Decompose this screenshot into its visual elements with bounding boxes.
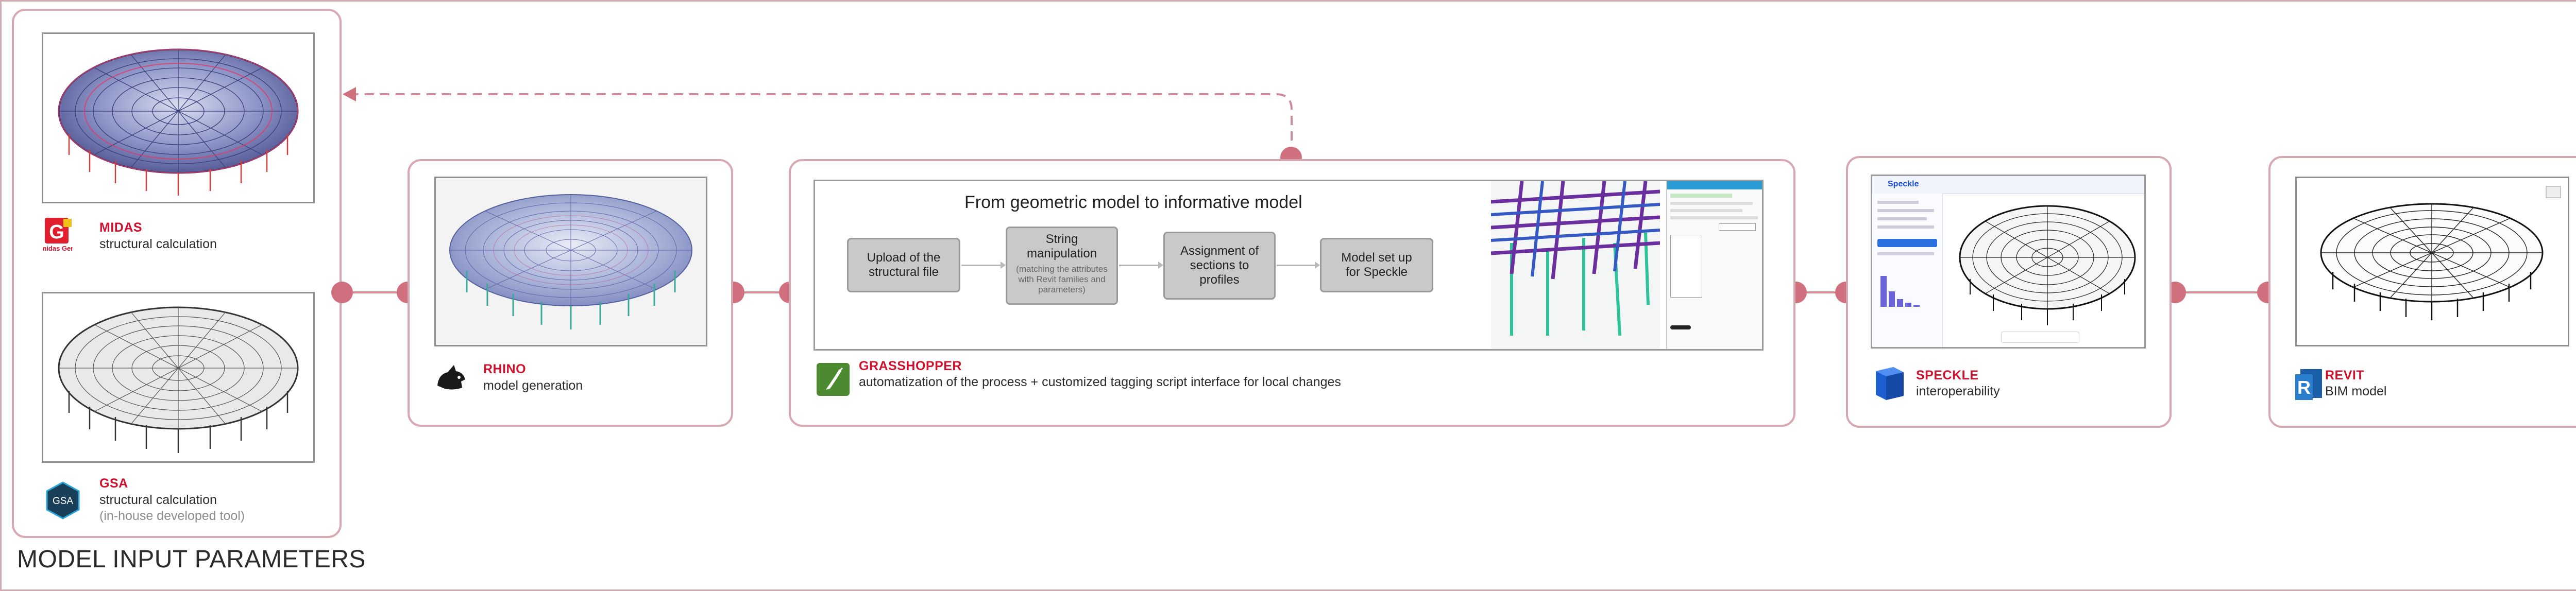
sidebar-row: [1877, 225, 1934, 229]
rhino-model-screenshot: [434, 177, 707, 346]
revit-logo-text: R: [2297, 377, 2311, 398]
gsa-logo-icon: GSA: [45, 481, 81, 519]
gsa-model-screenshot: [42, 292, 315, 463]
panel-title: From geometric model to informative mode…: [964, 193, 1302, 212]
connector-line: [342, 291, 408, 293]
midas-name: MIDAS: [99, 220, 143, 235]
rhino-description: model generation: [483, 378, 583, 393]
speckle-sidebar: [1872, 194, 1943, 347]
step-title: Assignment of sections to profiles: [1180, 244, 1259, 287]
revit-name: REVIT: [2325, 368, 2365, 383]
speckle-name: SPECKLE: [1916, 368, 1979, 383]
rhino-name: RHINO: [483, 362, 527, 376]
gsa-name: GSA: [99, 476, 128, 491]
interface-list[interactable]: [1670, 235, 1702, 298]
connector-line: [2171, 291, 2268, 293]
grasshopper-name: GRASSHOPPER: [859, 359, 962, 373]
gsa-logo-text: GSA: [53, 496, 73, 507]
connector-line: [1794, 291, 1846, 293]
step-string-manipulation: String manipulation (matching the attrib…: [1006, 227, 1118, 305]
step-title: String manipulation: [1026, 232, 1097, 260]
speckle-ui-screenshot: Speckle: [1871, 175, 2146, 349]
sidebar-row: [1877, 209, 1934, 212]
step-arrow: [1277, 262, 1320, 269]
speckle-description: interoperability: [1916, 384, 2000, 398]
speckle-ui-title: Speckle: [1888, 180, 1919, 188]
midas-model-screenshot: [42, 32, 315, 203]
gsa-note: (in-house developed tool): [99, 509, 245, 523]
interface-row: [1670, 216, 1758, 219]
step-title: Model set up for Speckle: [1341, 251, 1412, 279]
interface-row: [1670, 202, 1753, 205]
midas-logo-text: midas Gen: [43, 245, 73, 252]
revit-model-screenshot: [2295, 177, 2569, 346]
grasshopper-description: automatization of the process + customiz…: [859, 375, 1341, 389]
gsa-description: structural calculation: [99, 493, 217, 507]
revit-description: BIM model: [2325, 384, 2387, 398]
interface-toggle[interactable]: [1670, 325, 1691, 329]
step-arrow: [1119, 262, 1163, 269]
speckle-logo-icon: [1873, 364, 1907, 401]
interface-row: [1670, 194, 1732, 198]
connector-line: [732, 291, 790, 293]
interface-row: [1670, 209, 1742, 212]
speckle-action-button[interactable]: [1877, 239, 1937, 247]
midas-logo-icon: G midas Gen: [43, 217, 73, 253]
grasshopper-process-panel: From geometric model to informative mode…: [814, 180, 1764, 351]
section-title: MODEL INPUT PARAMETERS: [17, 546, 366, 573]
grasshopper-logo-icon: [816, 362, 851, 397]
interface-dropdown[interactable]: [1719, 223, 1756, 231]
tagging-interface-screenshot: [1666, 181, 1762, 349]
interface-header-bar: [1667, 181, 1762, 189]
connector-dot: [331, 282, 353, 303]
revit-logo-icon: R: [2293, 367, 2324, 404]
step-note: (matching the attributes with Revit fami…: [1016, 264, 1108, 294]
feedback-arrow: [343, 87, 1293, 156]
step-arrow: [961, 262, 1006, 269]
sidebar-row: [1877, 201, 1919, 204]
step-title: Upload of the structural file: [867, 251, 941, 279]
step-upload: Upload of the structural file: [847, 238, 960, 292]
svg-text:G: G: [49, 221, 64, 243]
viewcube-icon[interactable]: [2546, 186, 2561, 198]
rhino-logo-icon: [433, 359, 469, 395]
structure-3d-image: [1491, 181, 1660, 349]
speckle-viewer-toolbar[interactable]: [2001, 332, 2079, 343]
step-speckle-setup: Model set up for Speckle: [1320, 238, 1433, 292]
histogram-icon: [1880, 276, 1920, 307]
sidebar-row: [1877, 252, 1934, 255]
step-assignment: Assignment of sections to profiles: [1163, 232, 1276, 300]
speckle-3d-viewer: [1959, 205, 2136, 325]
speckle-topbar: Speckle: [1872, 176, 2144, 194]
midas-description: structural calculation: [99, 237, 217, 251]
sidebar-row: [1877, 217, 1927, 220]
